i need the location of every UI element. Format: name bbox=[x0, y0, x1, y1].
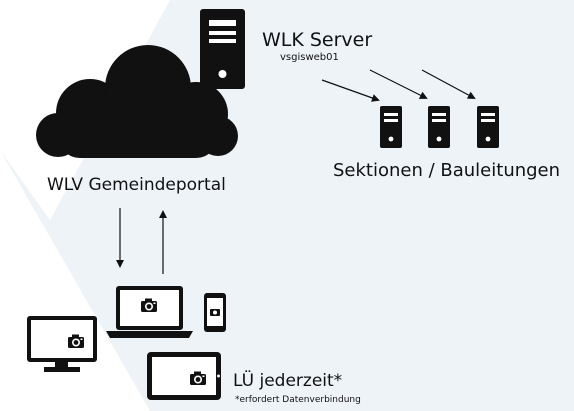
anytime-label: LÜ jederzeit* bbox=[233, 371, 343, 391]
server-hostname: vsgisweb01 bbox=[280, 52, 339, 63]
footnote: *erfordert Datenverbindung bbox=[235, 395, 361, 405]
small-server-icon bbox=[380, 106, 402, 148]
smartphone-icon bbox=[204, 293, 226, 332]
cloud-icon bbox=[36, 45, 238, 158]
monitor-icon bbox=[27, 316, 97, 372]
sync-arrows bbox=[116, 208, 167, 274]
tablet-icon bbox=[147, 352, 221, 400]
portal-label: WLV Gemeindeportal bbox=[47, 175, 226, 195]
laptop-icon bbox=[106, 286, 193, 338]
small-server-icon bbox=[477, 106, 499, 148]
server-to-sections-arrows bbox=[321, 69, 476, 102]
sections-label: Sektionen / Bauleitungen bbox=[333, 160, 561, 181]
server-title: WLK Server bbox=[262, 29, 373, 51]
small-server-icon bbox=[428, 106, 450, 148]
server-tower-icon bbox=[200, 9, 245, 89]
